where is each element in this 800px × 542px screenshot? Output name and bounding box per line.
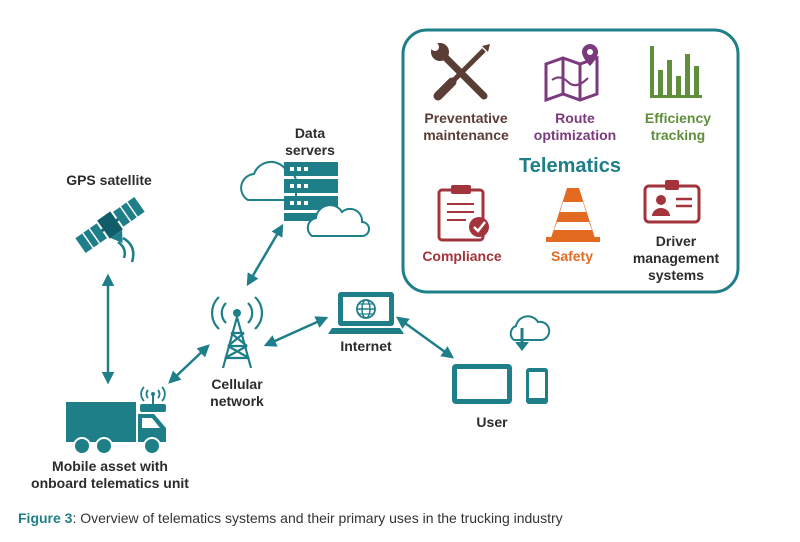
gps-satellite-label: GPS satellite [66, 172, 152, 188]
internet-user-arrow [395, 316, 455, 359]
route-optimization-label: Route optimization [520, 110, 630, 144]
id-badge-icon [643, 180, 701, 224]
data-servers-label: Data servers [270, 125, 350, 159]
truck-cellular-arrow [168, 344, 210, 384]
driver-management-line1: Driver [655, 233, 697, 249]
cellular-network-label: Cellular network [195, 376, 279, 410]
efficiency-tracking-label: Efficiency tracking [630, 110, 726, 144]
compliance-label: Compliance [422, 248, 502, 264]
route-optimization-line2: optimization [533, 127, 617, 143]
route-optimization-line1: Route [555, 110, 595, 126]
user-devices-icon [452, 315, 551, 404]
driver-management-line2: management [632, 250, 720, 266]
cellular-network-label-line1: Cellular [211, 376, 263, 392]
figure-caption: Figure 3: Overview of telematics systems… [18, 510, 563, 526]
cellular-servers-arrow [246, 223, 284, 287]
user-label: User [476, 414, 508, 430]
safety-label: Safety [550, 248, 594, 264]
bar-chart-icon [650, 46, 702, 98]
data-servers-label-line2: servers [285, 142, 335, 158]
internet-label: Internet [340, 338, 392, 354]
preventative-maintenance-line1: Preventative [424, 110, 508, 126]
telematics-unit-icon [140, 386, 166, 412]
map-pin-icon [544, 44, 599, 103]
efficiency-tracking-line1: Efficiency [644, 110, 712, 126]
figure-caption-text: : Overview of telematics systems and the… [72, 510, 563, 526]
traffic-cone-icon [546, 188, 600, 242]
mobile-asset-label-line1: Mobile asset with [52, 458, 168, 474]
preventative-maintenance-line2: maintenance [423, 127, 509, 143]
telematics-title: Telematics [519, 155, 621, 177]
cellular-network-label-line2: network [210, 393, 264, 409]
data-servers-label-line1: Data [294, 125, 326, 141]
figure-caption-label: Figure 3 [18, 510, 73, 526]
data-servers-icon [240, 160, 370, 237]
connections [101, 223, 455, 385]
mobile-asset-label: Mobile asset with onboard telematics uni… [12, 458, 208, 492]
wrench-screwdriver-icon [431, 43, 490, 101]
satellite-icon [75, 196, 145, 263]
cellular-internet-arrow [263, 316, 329, 347]
cell-tower-icon [211, 296, 263, 369]
driver-management-line3: systems [647, 267, 705, 283]
clipboard-check-icon [437, 185, 489, 242]
truck-icon [66, 402, 166, 455]
preventative-maintenance-label: Preventative maintenance [408, 110, 524, 144]
driver-management-label: Driver management systems [622, 233, 730, 284]
efficiency-tracking-line2: tracking [650, 127, 706, 143]
laptop-globe-icon [328, 292, 404, 334]
mobile-asset-label-line2: onboard telematics unit [31, 475, 189, 491]
